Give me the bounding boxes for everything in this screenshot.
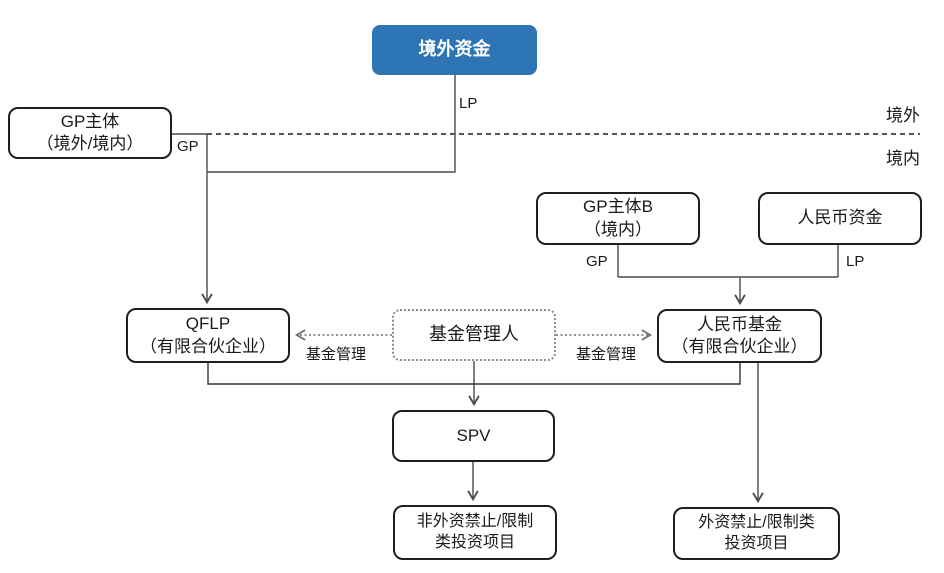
region-label-offshore: 境外 (886, 106, 920, 125)
node-label: 人民币基金 (697, 314, 782, 334)
node-offshore-capital: 境外资金 (372, 25, 537, 75)
node-label: 人民币资金 (797, 208, 883, 228)
edge-label-lp-offshore: LP (459, 95, 478, 112)
node-label: 类投资项目 (434, 533, 515, 551)
region-label-onshore: 境内 (886, 149, 920, 168)
edge-label-fund-mgmt-right: 基金管理 (576, 346, 637, 363)
node-label: 非外资禁止/限制 (416, 512, 534, 530)
node-label: 外资禁止/限制类 (698, 513, 815, 531)
edge-gp-entity-a-to-qflp (172, 133, 213, 305)
edge-offshore-capital-lp (207, 75, 456, 173)
node-qflp: QFLP （有限合伙企业） (126, 308, 290, 363)
edge-qflp-rmb-fund-link (207, 363, 741, 385)
node-non-foreign-restricted-projects: 非外资禁止/限制 类投资项目 (393, 505, 557, 560)
node-label: （境内） (584, 219, 652, 239)
node-label: SPV (456, 425, 491, 445)
node-foreign-restricted-projects: 外资禁止/限制类 投资项目 (673, 507, 840, 560)
node-label: GP主体B (583, 197, 653, 217)
node-label: QFLP (185, 314, 231, 334)
node-label: 基金管理人 (429, 324, 519, 345)
edge-label-lp-domestic: LP (846, 253, 865, 270)
node-rmb-capital: 人民币资金 (758, 192, 922, 245)
node-rmb-fund: 人民币基金 （有限合伙企业） (657, 309, 822, 363)
edge-label-fund-mgmt-left: 基金管理 (306, 346, 367, 363)
node-gp-entity-a: GP主体 （境外/境内） (8, 107, 172, 159)
node-spv: SPV (392, 410, 555, 462)
edge-label-gp-domestic: GP (586, 253, 608, 270)
node-label: GP主体 (60, 111, 120, 131)
node-label: （境外/境内） (36, 134, 144, 153)
node-label: 境外资金 (418, 39, 491, 60)
node-label: （有限合伙企业） (140, 336, 276, 356)
node-fund-manager: 基金管理人 (392, 309, 556, 361)
node-gp-entity-b: GP主体B （境内） (536, 192, 700, 245)
edge-label-gp-offshore: GP (177, 138, 199, 155)
node-label: 投资项目 (724, 534, 789, 552)
node-label: （有限合伙企业） (671, 337, 808, 356)
